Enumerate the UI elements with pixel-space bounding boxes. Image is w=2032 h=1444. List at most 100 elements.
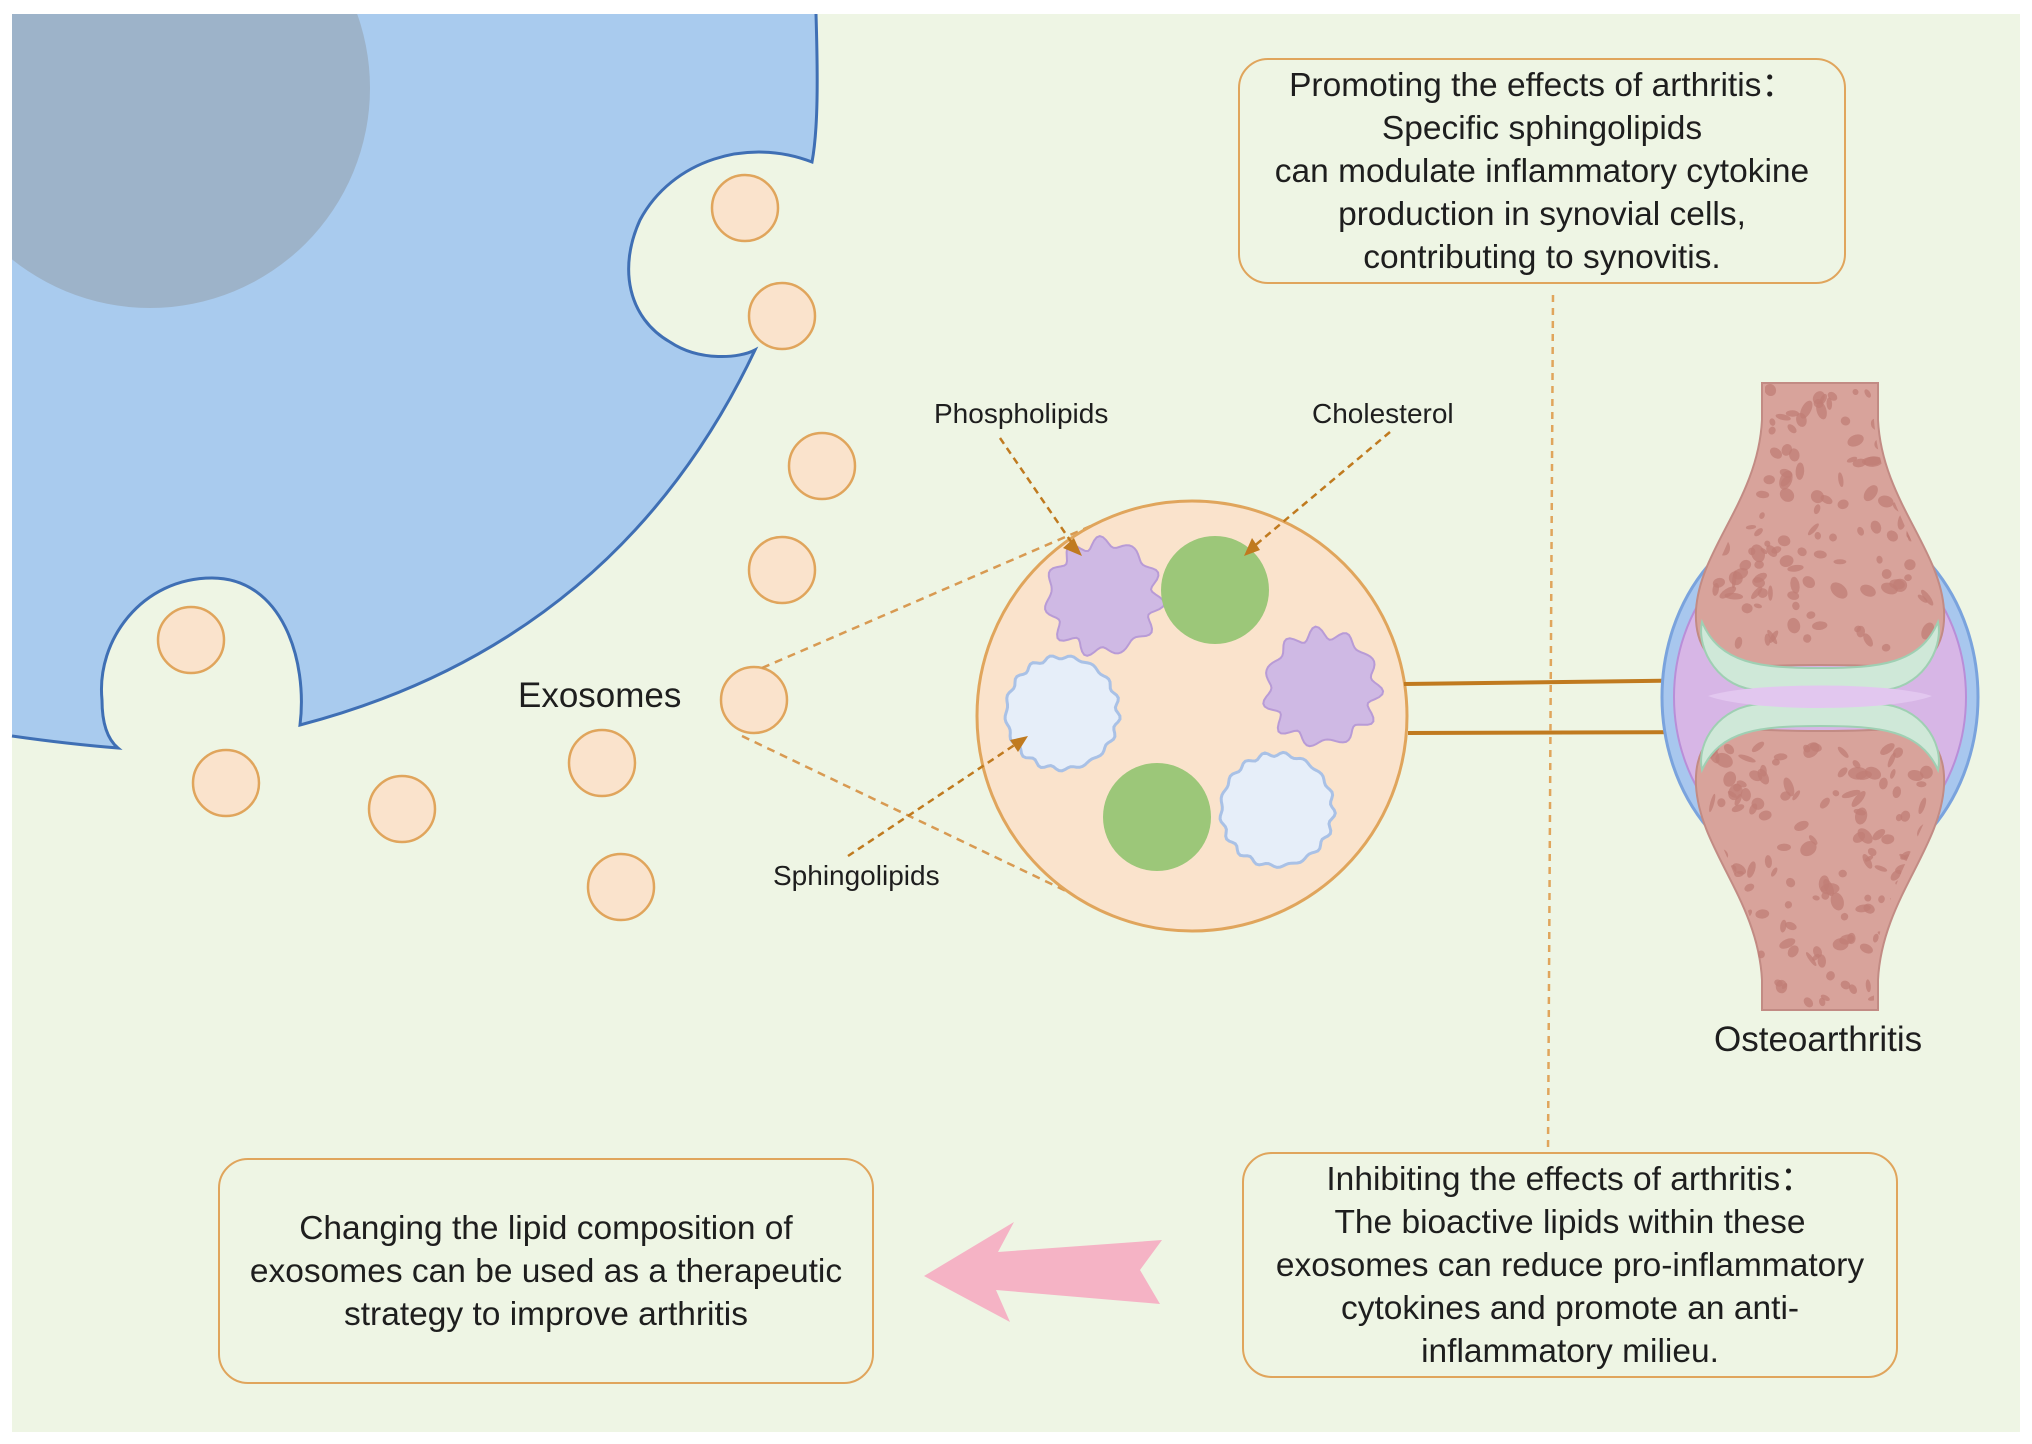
trabecula (1864, 389, 1871, 398)
trabecula (1754, 528, 1763, 537)
trabecula (1741, 788, 1751, 802)
trabecula (1747, 861, 1756, 878)
trabecula (1734, 793, 1742, 806)
trabecula (1840, 416, 1851, 426)
trabecula (1880, 743, 1895, 756)
trabecula (1749, 803, 1758, 815)
trabecula (1900, 810, 1911, 822)
trabecula (1789, 448, 1800, 462)
trabecula (1892, 747, 1904, 758)
exosome (156, 605, 226, 675)
trabecula (1881, 643, 1891, 652)
trabecula (1808, 835, 1818, 845)
trabecula (1863, 485, 1878, 502)
trabecula (1787, 591, 1800, 600)
trabecula (1919, 765, 1933, 779)
exosomes-label: Exosomes (518, 676, 682, 715)
trabecula (1785, 877, 1796, 888)
trabecula (1892, 786, 1902, 799)
trabecula (1839, 934, 1855, 945)
trabecula (1806, 611, 1816, 619)
trabecula (1874, 865, 1888, 872)
trabecula (1847, 434, 1864, 447)
sphingolipids-label: Sphingolipids (773, 860, 940, 891)
trabecula (1830, 892, 1844, 911)
cholesterol-label: Cholesterol (1312, 398, 1454, 429)
trabecula (1787, 424, 1797, 434)
trabecula (1859, 943, 1873, 954)
trabecula (1813, 504, 1821, 515)
inhibiting-line: inflammatory milieu. (1421, 1332, 1719, 1370)
trabecula (1864, 894, 1872, 902)
inhibiting-line: cytokines and promote an anti- (1340, 1289, 1800, 1327)
exosome (191, 748, 261, 818)
trabecula (1802, 576, 1816, 589)
trabecula (1780, 919, 1787, 933)
trabecula (1890, 769, 1896, 779)
phospholipid-blob (1044, 535, 1166, 657)
trabecula (1753, 603, 1762, 609)
trabecula (1784, 901, 1793, 909)
trabecula (1744, 883, 1755, 892)
trabecula (1818, 875, 1830, 892)
trabecula (1800, 841, 1817, 857)
trabecula (1848, 767, 1868, 780)
trabecula (1757, 768, 1770, 785)
trabecula (1745, 525, 1757, 530)
trabecula (1829, 533, 1837, 542)
trabecula (1841, 789, 1861, 799)
trabecula (1918, 797, 1927, 814)
trabecula (1779, 555, 1794, 568)
cholesterol-sphere (1161, 536, 1269, 644)
trabecula (1781, 983, 1788, 989)
exosome (567, 728, 637, 798)
trabecula (1738, 754, 1756, 763)
trabecula (1881, 834, 1895, 845)
trabecula (1797, 547, 1807, 557)
trabecula (1769, 447, 1783, 459)
trabecula (1763, 475, 1775, 485)
trabecula (1812, 621, 1828, 631)
trabecula (1886, 530, 1898, 542)
trabecula (1812, 391, 1825, 405)
trabecula (1864, 766, 1882, 780)
trabecula (1755, 909, 1770, 919)
trabecula (1853, 808, 1866, 816)
trabecula (1739, 559, 1752, 571)
trabecula (1787, 945, 1799, 958)
promoting-effects-box: Promoting the effects of arthritis： Spec… (1238, 58, 1846, 284)
trabecula (1717, 798, 1726, 808)
trabecula (1833, 559, 1847, 565)
trabecula (1766, 545, 1778, 558)
label-pointer-heads (1010, 538, 1260, 752)
exosome (747, 535, 817, 605)
trabecula (1787, 617, 1801, 634)
upper-bone (1694, 382, 1946, 670)
cell-membrane (11, 13, 819, 750)
sphingolipid-sphere (1003, 654, 1122, 773)
inhibiting-effects-box: Inhibiting the effects of arthritis： The… (1242, 1152, 1898, 1378)
trabecula (1723, 743, 1735, 755)
trabecula (1917, 594, 1928, 603)
trabecula (1852, 388, 1859, 396)
trabecula (1785, 921, 1797, 931)
trabecula (1803, 634, 1812, 643)
trabecula (1851, 791, 1866, 807)
promoting-line: can modulate inflammatory cytokine (1274, 152, 1810, 190)
trabecula (1803, 997, 1814, 1008)
trabecula (1813, 550, 1827, 559)
trabecula (1736, 780, 1747, 788)
trabecula (1731, 804, 1745, 813)
trabecula (1753, 572, 1767, 583)
trabecula (1805, 952, 1817, 967)
trabecula (1779, 488, 1795, 502)
exosome (719, 665, 789, 735)
trabecula (1787, 564, 1804, 572)
therapeutic-line: strategy to improve arthritis (344, 1295, 748, 1333)
trabecula (1758, 810, 1772, 821)
trabecula (1768, 426, 1776, 435)
trabecula (1807, 523, 1819, 536)
phospholipid-blob (1262, 625, 1385, 748)
trabecula (1764, 855, 1772, 869)
trabecula (1872, 828, 1886, 841)
